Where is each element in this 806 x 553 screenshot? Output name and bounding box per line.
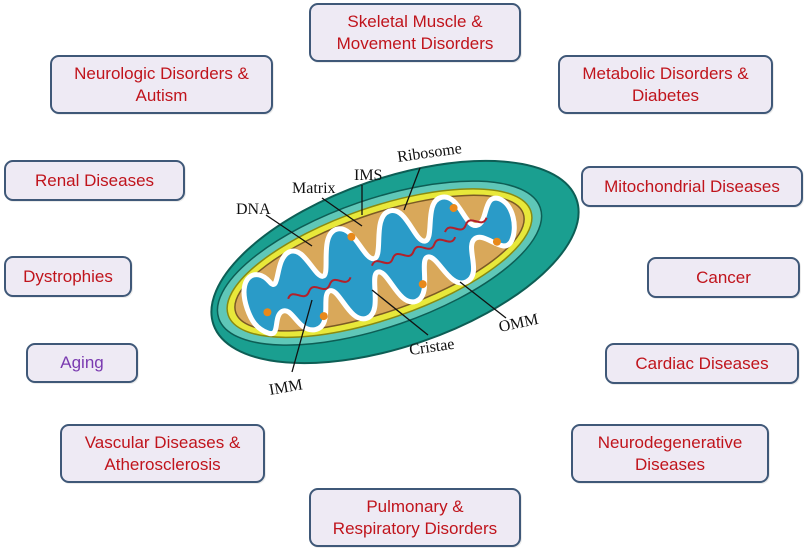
ribosome	[263, 308, 272, 317]
box-pulmonary: Pulmonary & Respiratory Disorders	[309, 488, 521, 547]
mitochondrion	[210, 159, 580, 365]
label-matrix: Matrix	[292, 180, 336, 197]
label-dna: DNA	[236, 201, 271, 218]
box-neurodegenerative: Neurodegenerative Diseases	[571, 424, 769, 483]
box-vascular: Vascular Diseases & Atherosclerosis	[60, 424, 265, 483]
leader-cristae	[371, 289, 429, 336]
ribosome	[418, 280, 427, 289]
cristae-folds	[241, 194, 517, 337]
label-cristae: Cristae	[408, 336, 455, 359]
box-neurologic: Neurologic Disorders & Autism	[50, 55, 273, 114]
ribosome	[449, 203, 458, 212]
leader-imm	[291, 299, 313, 373]
box-renal: Renal Diseases	[4, 160, 185, 201]
dna-strand	[444, 217, 488, 233]
ribosome	[347, 232, 356, 241]
dna-strand	[287, 276, 352, 300]
label-imm: IMM	[268, 376, 304, 399]
ribosome	[492, 237, 501, 246]
box-cancer: Cancer	[647, 257, 800, 298]
box-skeletal-muscle: Skeletal Muscle & Movement Disorders	[309, 3, 521, 62]
ribosome	[319, 312, 328, 321]
leader-dna	[265, 214, 313, 247]
label-omm: OMM	[497, 311, 540, 336]
dna-strand	[371, 236, 457, 267]
leader-matrix	[321, 197, 363, 227]
box-mitochondrial: Mitochondrial Diseases	[581, 166, 803, 207]
box-cardiac: Cardiac Diseases	[605, 343, 799, 384]
box-metabolic: Metabolic Disorders & Diabetes	[558, 55, 773, 114]
leader-lines	[265, 167, 507, 373]
leader-ribosome	[403, 167, 421, 211]
box-dystrophies: Dystrophies	[4, 256, 132, 297]
leader-omm	[459, 281, 507, 319]
label-ims: IMS	[354, 167, 382, 184]
box-aging: Aging	[26, 343, 138, 383]
